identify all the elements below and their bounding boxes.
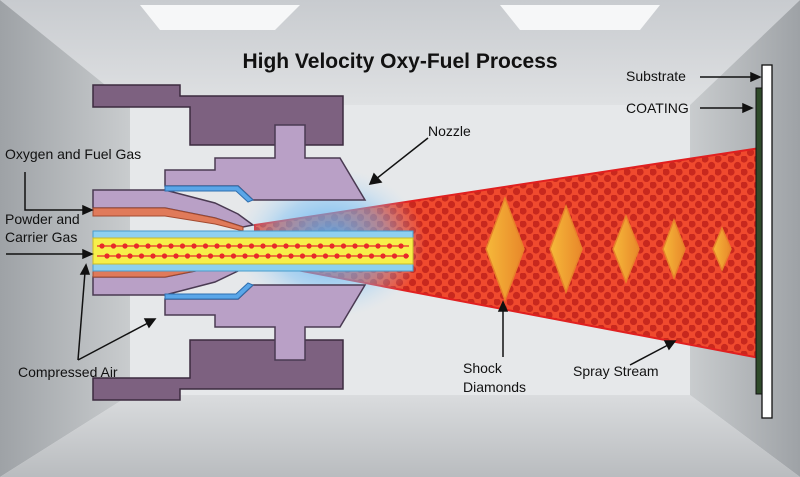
powder-particle xyxy=(219,253,225,259)
powder-particle xyxy=(357,253,363,259)
powder-particle xyxy=(299,253,306,259)
powder-particle xyxy=(191,243,197,249)
powder-particle xyxy=(156,243,163,249)
powder-particle xyxy=(207,253,214,259)
powder-particle xyxy=(386,243,393,249)
shock-diamond-4 xyxy=(662,217,686,281)
shock-label-line1: Shock xyxy=(463,360,503,376)
oxygen-fuel-label: Oxygen and Fuel Gas xyxy=(5,146,141,162)
powder-particle xyxy=(288,253,294,259)
powder-particle xyxy=(138,253,145,259)
powder-particle xyxy=(150,253,156,259)
powder-particle xyxy=(265,253,271,259)
powder-particle xyxy=(225,243,232,249)
powder-particle xyxy=(237,243,243,249)
powder-particle xyxy=(368,253,375,259)
powder-particle xyxy=(294,243,301,249)
powder-particle xyxy=(375,243,381,249)
shock-diamond-3 xyxy=(612,213,640,285)
spray-stream-label: Spray Stream xyxy=(573,363,659,379)
shock-label-line2: Diamonds xyxy=(463,379,526,395)
powder-particle xyxy=(311,253,317,259)
substrate-label: Substrate xyxy=(626,68,686,84)
coating-label: COATING xyxy=(626,100,689,116)
powder-label-line2: Carrier Gas xyxy=(5,229,77,245)
powder-particle xyxy=(283,243,289,249)
coating-layer xyxy=(755,87,763,395)
powder-particle xyxy=(110,243,117,249)
shock-diamond-2 xyxy=(549,203,583,295)
callout-lines xyxy=(6,71,762,366)
air-channels xyxy=(164,185,254,300)
powder-label-line1: Powder and xyxy=(5,211,80,227)
powder-particle xyxy=(133,243,140,249)
powder-particle xyxy=(202,243,209,249)
powder-particle xyxy=(380,253,386,259)
powder-particle xyxy=(196,253,202,259)
diagram-title: High Velocity Oxy-Fuel Process xyxy=(242,50,557,73)
powder-particle xyxy=(260,243,266,249)
powder-particle xyxy=(403,253,409,259)
powder-particle xyxy=(276,253,283,259)
powder-particles xyxy=(99,243,409,259)
powder-particle xyxy=(104,253,110,259)
powder-particle xyxy=(391,253,398,259)
powder-particle xyxy=(317,243,324,249)
powder-particle xyxy=(161,253,168,259)
powder-particle xyxy=(352,243,358,249)
powder-particle xyxy=(340,243,347,249)
shock-diamond-1 xyxy=(485,195,525,303)
powder-particle xyxy=(127,253,133,259)
powder-particle xyxy=(242,253,248,259)
powder-particle xyxy=(214,243,220,249)
powder-particle xyxy=(329,243,335,249)
powder-particle xyxy=(122,243,128,249)
shock-diamond-5 xyxy=(712,226,732,272)
powder-particle xyxy=(398,243,404,249)
powder-particle xyxy=(363,243,370,249)
powder-particle xyxy=(271,243,278,249)
powder-particle xyxy=(145,243,151,249)
substrate xyxy=(761,64,773,419)
powder-particle xyxy=(179,243,186,249)
powder-particle xyxy=(306,243,312,249)
powder-particle xyxy=(173,253,179,259)
powder-particle xyxy=(230,253,237,259)
powder-particle xyxy=(184,253,191,259)
powder-particle xyxy=(253,253,260,259)
powder-tube xyxy=(92,230,414,272)
shock-diamonds xyxy=(485,195,732,303)
compressed-air-label: Compressed Air xyxy=(18,364,118,380)
powder-particle xyxy=(168,243,174,249)
powder-particle xyxy=(248,243,255,249)
powder-particle xyxy=(99,243,105,249)
powder-particle xyxy=(322,253,329,259)
powder-particle xyxy=(334,253,340,259)
powder-particle xyxy=(115,253,122,259)
powder-particle xyxy=(345,253,352,259)
nozzle-label: Nozzle xyxy=(428,123,471,139)
